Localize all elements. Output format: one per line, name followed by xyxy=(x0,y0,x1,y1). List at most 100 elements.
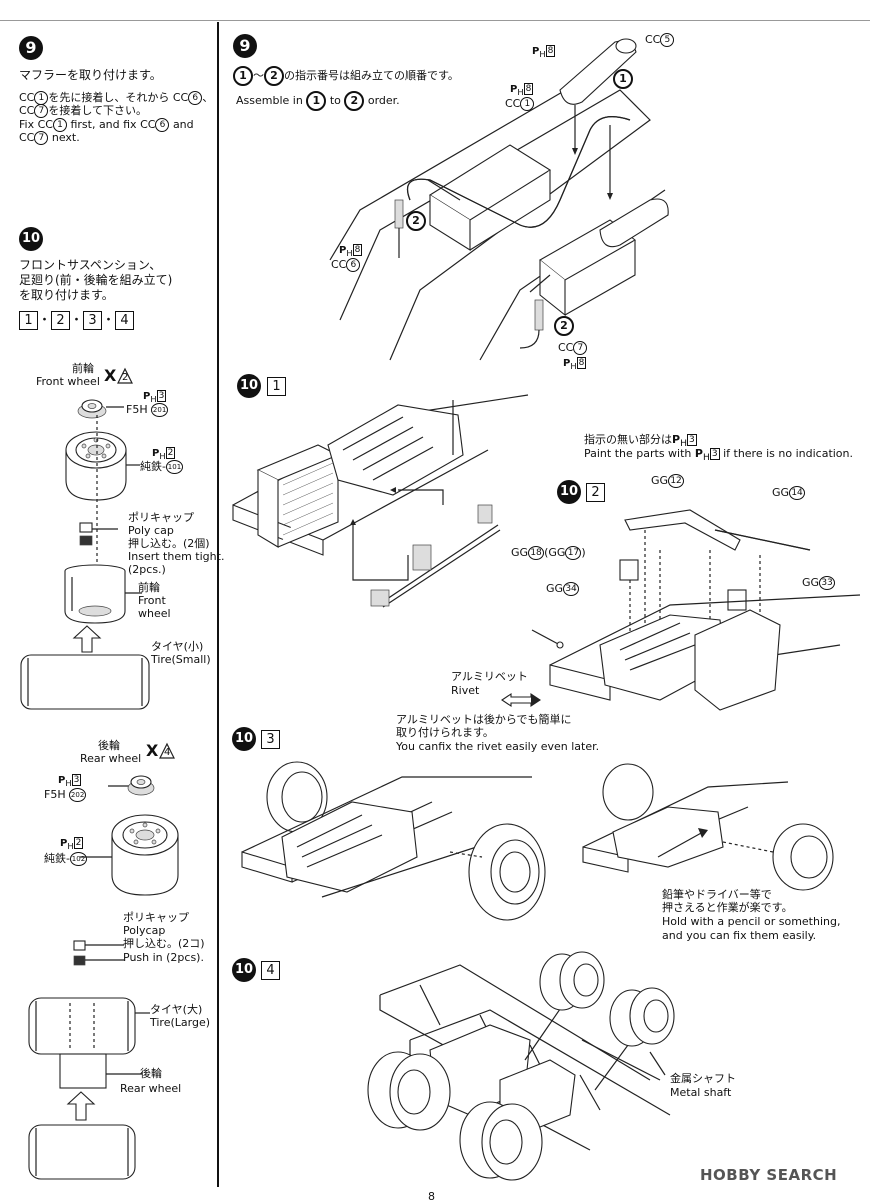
ph: P xyxy=(563,358,571,369)
rear-up-arrow-icon xyxy=(66,1091,96,1121)
ph: P xyxy=(339,245,347,256)
ph: P xyxy=(143,391,151,402)
text: 指示の無い部分は xyxy=(584,433,672,446)
ph-num: 2 xyxy=(73,837,84,849)
part-num: 7 xyxy=(34,131,49,145)
ph: P xyxy=(510,84,518,95)
column-divider xyxy=(217,22,219,1187)
step-10-3-front-wheel-diagram xyxy=(241,761,546,921)
step-10-4-sub: 4 xyxy=(261,960,280,980)
front-cap-qty: (2pcs.) xyxy=(128,563,166,576)
ph-num: 8 xyxy=(545,45,556,57)
top-border xyxy=(0,20,870,21)
ph: P xyxy=(672,433,681,446)
order-1-marker: 1 xyxy=(613,69,633,89)
rear-qty-num: 4 xyxy=(164,747,171,758)
text: GG xyxy=(772,486,790,499)
ph-sub: H xyxy=(539,49,546,59)
text: first, and fix CC xyxy=(70,118,156,131)
front-wheel-jp: 前輪 xyxy=(72,362,94,375)
step-10-3-sub: 3 xyxy=(261,729,280,749)
part-num: 14 xyxy=(789,486,806,500)
pencil-tip-jp2: 押さえると作業が楽です。 xyxy=(662,901,793,914)
text: GG xyxy=(651,474,669,487)
ph-sub: H xyxy=(570,361,577,371)
front-cap-en2: Insert them tight. xyxy=(128,550,225,563)
text: CC xyxy=(19,104,35,117)
text: Assemble in xyxy=(236,94,303,107)
front-tire-en: Tire(Small) xyxy=(151,653,211,666)
front-wheel-qty: X xyxy=(104,368,116,384)
rear-cap-jp2: 押し込む。(2コ) xyxy=(123,937,205,950)
order-2: 2 xyxy=(344,91,365,111)
front-dashed-axis xyxy=(96,415,98,575)
step-10-1-sub: 1 xyxy=(267,376,286,396)
rear-part-a: F5H 202 xyxy=(44,788,87,802)
rear-rim-drawing xyxy=(80,814,179,896)
front-qty-num: 2 xyxy=(122,372,129,383)
part-num: 1 xyxy=(34,91,49,105)
text: を接着して下さい。 xyxy=(48,104,148,117)
front-wheel-label-en1: Front xyxy=(138,594,166,607)
front-qty-triangle-icon xyxy=(117,367,133,384)
step-10-3-badge: 10 xyxy=(232,727,256,751)
part-num: 33 xyxy=(819,576,836,590)
step-10-3-rear-tire-diagram xyxy=(582,763,834,891)
substep-box: 4 xyxy=(261,961,280,980)
rear-wheel-label-jp: 後輪 xyxy=(140,1067,162,1080)
front-up-arrow-icon xyxy=(72,625,102,653)
rear-qty-triangle-icon xyxy=(159,742,175,759)
step-9-muffler-diagram xyxy=(329,38,669,361)
part-num: 201 xyxy=(151,403,169,417)
rear-tire-bottom-drawing xyxy=(28,1124,136,1180)
order-2: 2 xyxy=(264,66,284,86)
text: F5H xyxy=(44,788,66,801)
part-num: 1 xyxy=(52,118,67,132)
front-wheel-label-en2: wheel xyxy=(138,607,171,620)
part-num: 5 xyxy=(660,33,675,47)
double-arrow-icon xyxy=(501,692,541,708)
rivet-tip-jp1: アルミリベットは後からでも簡単に xyxy=(396,713,572,726)
step-9-title: マフラーを取り付けます。 xyxy=(19,68,162,82)
text: order. xyxy=(367,94,400,107)
part-num: 6 xyxy=(346,258,361,272)
substep-4: 4 xyxy=(115,311,135,330)
step-9-left-badge: 9 xyxy=(19,36,43,60)
ph-sub: H xyxy=(159,451,166,461)
part-num: 7 xyxy=(573,341,588,355)
text: CC xyxy=(19,131,35,144)
step-10-substeps: 1・2・3・4 xyxy=(19,311,135,331)
part-num: 18 xyxy=(528,546,545,560)
part-num: 6 xyxy=(188,91,203,105)
text: Paint the parts with xyxy=(584,447,692,460)
rear-wheel-hub-drawing xyxy=(59,1053,142,1089)
ph-num: 3 xyxy=(71,774,82,786)
text: 純鉄- xyxy=(44,852,70,865)
step-10-title-1: フロントサスペンション、 xyxy=(19,258,162,272)
pencil-tip-jp1: 鉛筆やドライバー等で xyxy=(662,888,772,901)
sep: ・ xyxy=(70,313,84,328)
ph-num: 8 xyxy=(576,357,587,369)
part-num: 17 xyxy=(565,546,582,560)
substep-box: 1 xyxy=(267,377,286,396)
text: GG xyxy=(546,582,564,595)
ph: P xyxy=(58,775,66,786)
step-10-2-crossmember-diagram xyxy=(531,509,861,711)
front-wheel-en: Front wheel xyxy=(36,375,100,388)
watermark-logo: HOBBY SEARCH xyxy=(700,1168,837,1183)
order-1: 1 xyxy=(233,66,253,86)
text: GG xyxy=(802,576,820,589)
text: GG xyxy=(511,546,529,559)
